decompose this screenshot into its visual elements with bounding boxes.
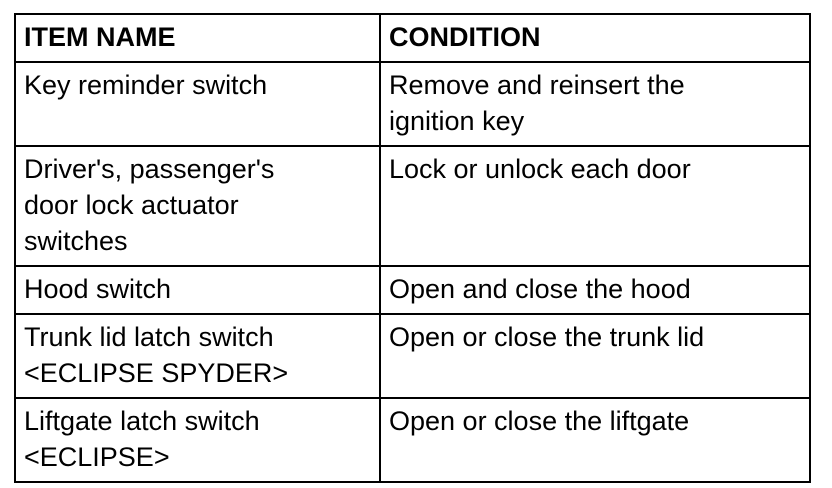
condition-table: ITEM NAME CONDITION Key reminder switch … (14, 13, 811, 483)
condition-cell: Open or close the trunk lid (379, 313, 811, 399)
condition-cell: Open and close the hood (379, 265, 811, 315)
item-name-cell: Driver's, passenger's door lock actuator… (14, 145, 381, 267)
condition-cell: Remove and reinsert the ignition key (379, 61, 811, 147)
table-row: Hood switch Open and close the hood (14, 265, 811, 315)
table-row: Liftgate latch switch <ECLIPSE> Open or … (14, 397, 811, 483)
condition-cell: Open or close the liftgate (379, 397, 811, 483)
header-item-name: ITEM NAME (14, 13, 381, 63)
table-row: Driver's, passenger's door lock actuator… (14, 145, 811, 267)
table-header-row: ITEM NAME CONDITION (14, 13, 811, 63)
table-row: Trunk lid latch switch <ECLIPSE SPYDER> … (14, 313, 811, 399)
condition-cell: Lock or unlock each door (379, 145, 811, 267)
item-name-cell: Liftgate latch switch <ECLIPSE> (14, 397, 381, 483)
item-name-cell: Key reminder switch (14, 61, 381, 147)
table-row: Key reminder switch Remove and reinsert … (14, 61, 811, 147)
item-name-cell: Hood switch (14, 265, 381, 315)
header-condition: CONDITION (379, 13, 811, 63)
item-name-cell: Trunk lid latch switch <ECLIPSE SPYDER> (14, 313, 381, 399)
